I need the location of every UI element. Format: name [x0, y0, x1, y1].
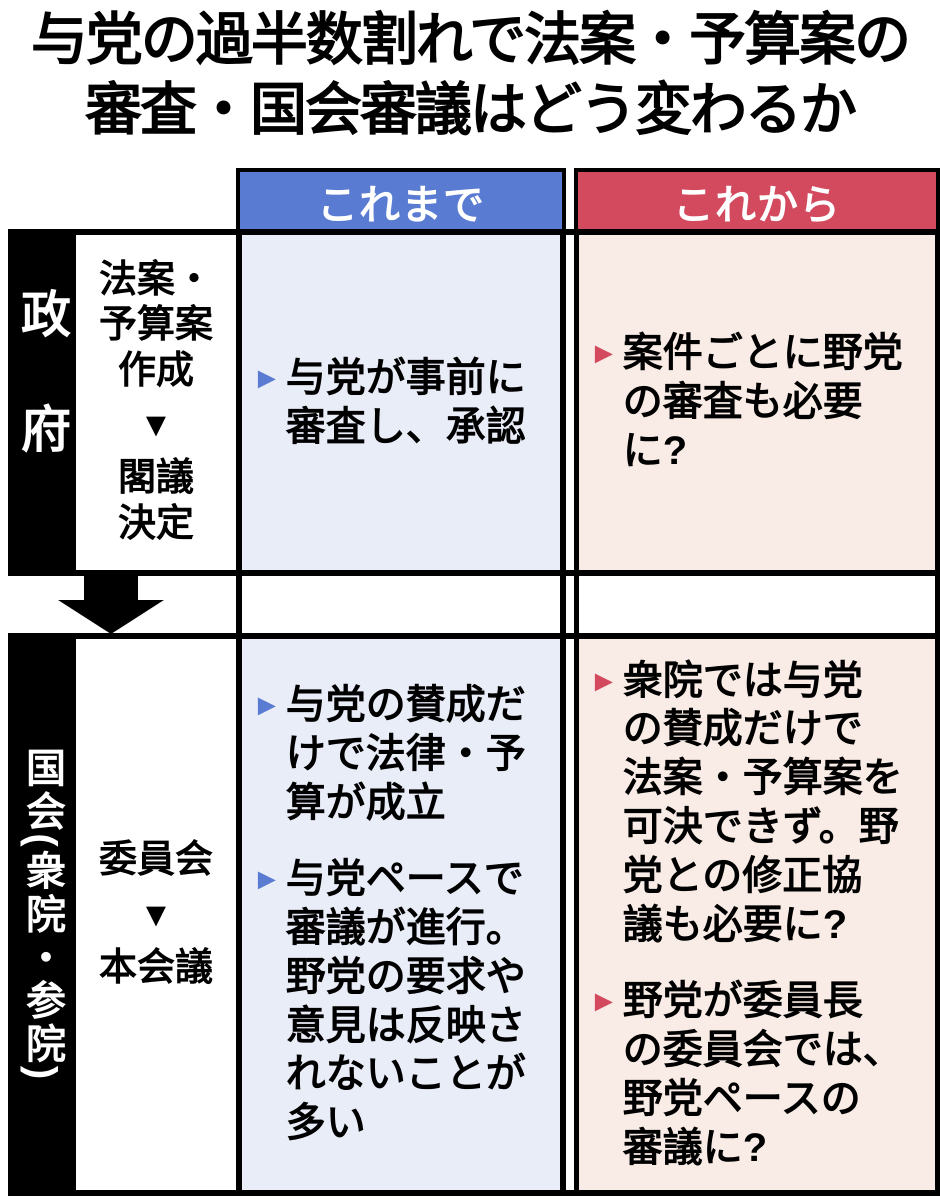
list-item-text: 与党が事前に 審査し、承認: [285, 355, 526, 449]
grid-line-vertical: [574, 229, 579, 1196]
page-title: 与党の過半数割れで法案・予算案の 審査・国会審議はどう変わるか: [30, 8, 911, 142]
column-header-before: これまで: [236, 168, 566, 233]
grid-line-horizontal: [8, 570, 940, 576]
row-label-diet: 国会(衆院・参院): [8, 639, 76, 1190]
bullet-right-icon: ►: [589, 985, 619, 1019]
grid-line-vertical: [236, 229, 242, 1196]
list-item-text: 衆院では与党 の賛成だけで 法案・予算案を 可決できず。野 党との修正協 議も必…: [622, 658, 903, 947]
cell-before-government: ► 与党が事前に 審査し、承認: [242, 235, 560, 570]
column-header-after-label: これから: [673, 181, 841, 228]
process-step-plenary: 本会議: [98, 946, 213, 989]
list-item-text: 野党が委員長 の委員会では、 野党ペースの 審議に?: [622, 979, 903, 1170]
grid-line-vertical: [935, 229, 940, 1196]
down-triangle-icon: ▼: [139, 895, 173, 934]
cell-after-government: ► 案件ごとに野党 の審査も必要 に?: [579, 235, 935, 570]
row-label-government-text: 政府: [14, 287, 70, 518]
list-item: ► 与党ペースで 審議が進行。 野党の要求や 意見は反映さ れないことが 多い: [252, 855, 556, 1148]
row-label-government: 政府: [8, 235, 76, 570]
bullet-right-icon: ►: [589, 664, 619, 698]
down-triangle-icon: ▼: [139, 406, 173, 445]
down-arrow-icon: [58, 600, 164, 634]
column-header-before-label: これまで: [317, 181, 485, 228]
down-arrow-icon: [84, 574, 138, 602]
list-item: ► 与党が事前に 審査し、承認: [252, 354, 556, 452]
bullet-right-icon: ►: [589, 337, 619, 371]
list-item: ► 案件ごとに野党 の審査も必要 に?: [589, 329, 931, 475]
bullet-right-icon: ►: [252, 863, 282, 897]
grid-line-vertical: [560, 229, 566, 1196]
column-header-after: これから: [574, 168, 940, 233]
grid-line-horizontal: [8, 1190, 940, 1196]
bullet-right-icon: ►: [252, 361, 282, 395]
list-item-text: 与党の賛成だ けで法律・予 算が成立: [285, 682, 526, 825]
list-item: ► 衆院では与党 の賛成だけで 法案・予算案を 可決できず。野 党との修正協 議…: [589, 657, 931, 950]
process-step-draft: 法案・ 予算案 作成: [98, 258, 213, 392]
process-step-cabinet-decision: 閣議 決定: [117, 457, 194, 545]
process-step-committee: 委員会: [98, 838, 213, 881]
cell-before-diet: ► 与党の賛成だ けで法律・予 算が成立 ► 与党ペースで 審議が進行。 野党の…: [242, 639, 560, 1190]
process-government: 法案・ 予算案 作成 ▼ 閣議 決定: [76, 235, 236, 570]
list-item-text: 案件ごとに野党 の審査も必要 に?: [622, 331, 903, 473]
cell-after-diet: ► 衆院では与党 の賛成だけで 法案・予算案を 可決できず。野 党との修正協 議…: [579, 639, 935, 1190]
bullet-right-icon: ►: [252, 688, 282, 722]
list-item: ► 与党の賛成だ けで法律・予 算が成立: [252, 681, 556, 827]
grid-line-horizontal: [8, 229, 940, 235]
list-item: ► 野党が委員長 の委員会では、 野党ペースの 審議に?: [589, 977, 931, 1172]
row-label-diet-text: 国会(衆院・参院): [20, 746, 64, 1083]
process-diet: 委員会 ▼ 本会議: [76, 639, 236, 1190]
list-item-text: 与党ペースで 審議が進行。 野党の要求や 意見は反映さ れないことが 多い: [285, 857, 526, 1146]
grid-line-horizontal: [8, 633, 940, 639]
